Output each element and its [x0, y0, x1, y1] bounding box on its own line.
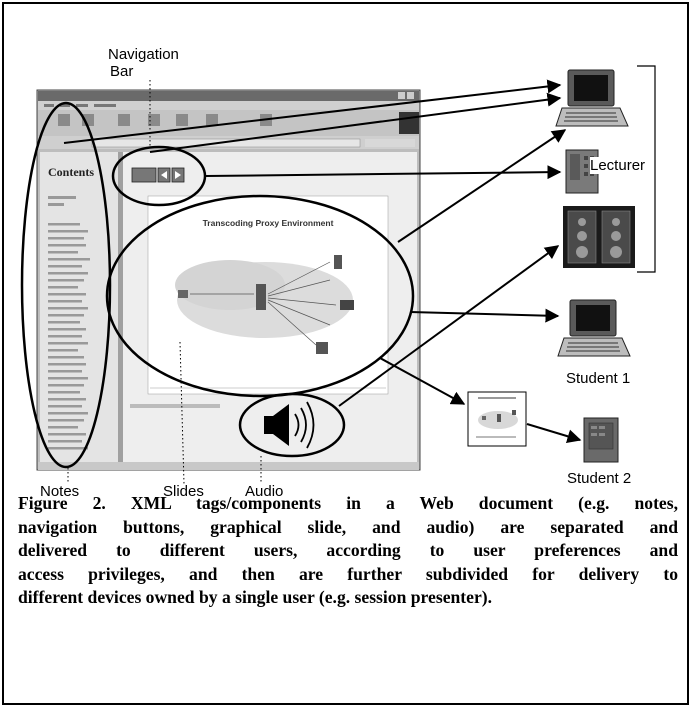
slides-label: Slides [163, 483, 204, 500]
notes-link-list [48, 196, 90, 450]
lecturer-label: Lecturer [590, 157, 646, 174]
laptop-icon-student1 [557, 299, 631, 357]
caption-line: navigation buttons, graphical slide, and… [18, 516, 678, 537]
contents-heading: Contents [48, 165, 94, 179]
speaker-icon [264, 401, 315, 449]
navigation-bar-label-line2: Bar [110, 63, 134, 80]
slide-thumbnail [467, 391, 527, 447]
handheld-icon-student2 [583, 417, 619, 463]
caption-line: Figure 2. XML tags/components in a Web d… [18, 493, 678, 513]
navigation-bar-ellipse [111, 145, 207, 207]
student2-label: Student 2 [567, 470, 632, 487]
delivery-arrows [63, 79, 582, 444]
slide-title: Transcoding Proxy Environment [203, 218, 334, 228]
audio-ellipse [238, 392, 346, 458]
audio-label: Audio [245, 483, 284, 500]
caption-line: access privileges, and then are further … [18, 563, 678, 584]
caption-line: different devices owned by a single user… [18, 587, 493, 607]
speakers-icon-lecturer [563, 206, 635, 268]
laptop-icon-lecturer [555, 69, 629, 127]
student1-label: Student 1 [566, 370, 631, 387]
label-leaders [67, 80, 262, 485]
lecturer-bracket [637, 65, 656, 273]
figure-caption: Figure 2. XML tags/components in a Web d… [18, 492, 678, 610]
caption-line: delivered to different users, according … [18, 540, 678, 560]
notes-label: Notes [40, 483, 80, 500]
notes-ellipse [20, 101, 112, 469]
navigation-bar-label-line1: Navigation [108, 46, 179, 63]
slides-ellipse [105, 194, 415, 398]
